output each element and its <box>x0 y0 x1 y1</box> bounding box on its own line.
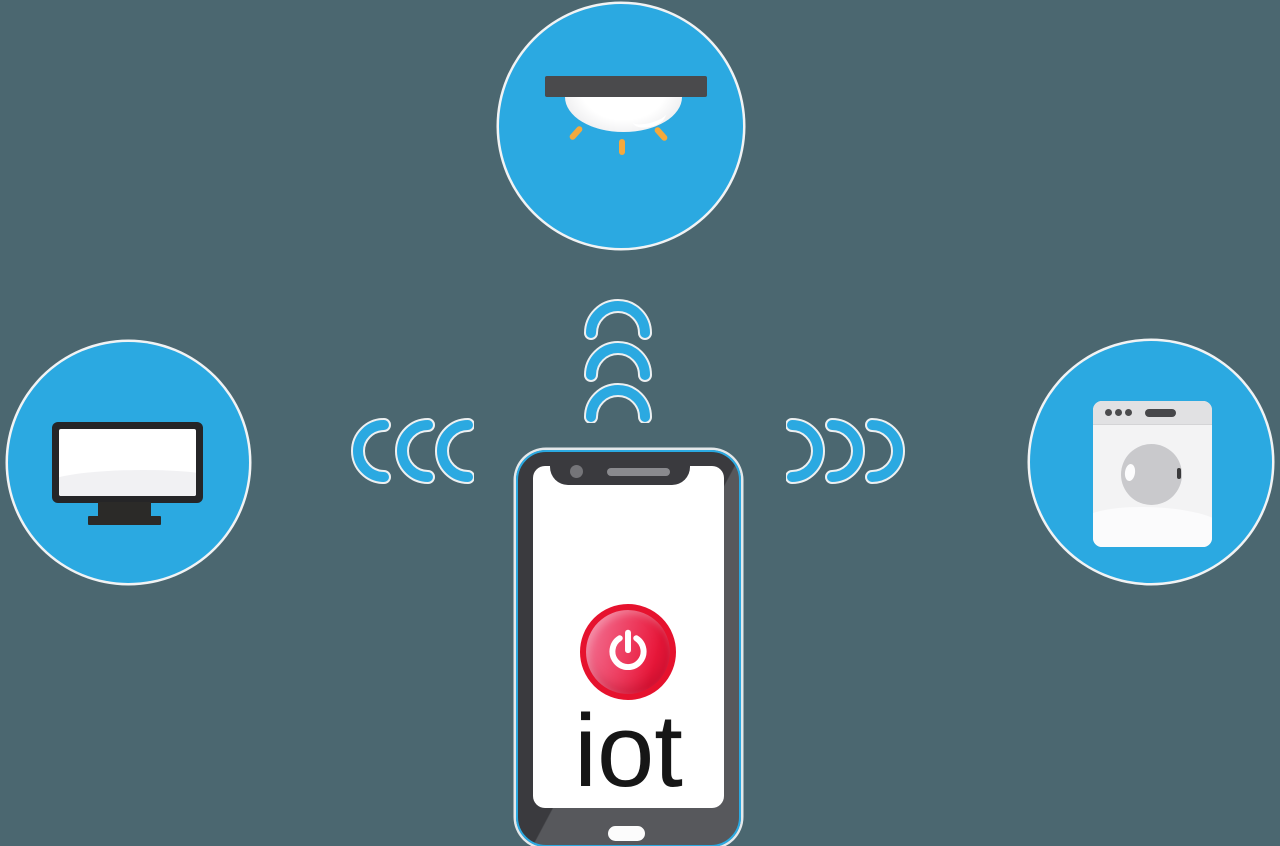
washer-knob-1 <box>1105 409 1112 416</box>
smartphone-icon: iot <box>516 450 741 846</box>
light-ray-right <box>653 126 669 142</box>
computer-node <box>8 342 249 583</box>
power-button-icon <box>580 604 676 700</box>
monitor-stand-neck <box>98 502 151 517</box>
light-ray-left <box>568 125 584 141</box>
washer-knob-2 <box>1115 409 1122 416</box>
signal-waves-right-icon <box>786 418 905 484</box>
phone-home-button <box>608 826 645 841</box>
power-symbol-icon <box>609 629 647 670</box>
monitor-screen-sheen <box>59 469 196 496</box>
signal-waves-up-icon <box>584 299 652 423</box>
signal-waves-left-icon <box>351 418 474 484</box>
washing-machine-icon <box>1093 401 1212 547</box>
monitor-stand-base <box>88 516 161 525</box>
light-mount-bar <box>545 76 707 97</box>
washer-control-panel <box>1093 401 1212 425</box>
washer-detergent-slot <box>1145 409 1176 417</box>
washer-door-highlight <box>1123 463 1137 482</box>
washing-machine-node <box>1030 341 1272 583</box>
phone-camera-icon <box>570 465 583 478</box>
washer-door <box>1121 444 1182 505</box>
washer-door-latch <box>1177 468 1181 479</box>
washer-knob-3 <box>1125 409 1132 416</box>
phone-speaker-icon <box>607 468 670 476</box>
smart-light-node <box>499 4 743 248</box>
monitor-screen <box>59 429 196 496</box>
iot-label: iot <box>574 693 683 808</box>
light-ray-middle <box>619 139 625 155</box>
light-dome <box>565 97 682 132</box>
monitor-frame <box>52 422 203 503</box>
